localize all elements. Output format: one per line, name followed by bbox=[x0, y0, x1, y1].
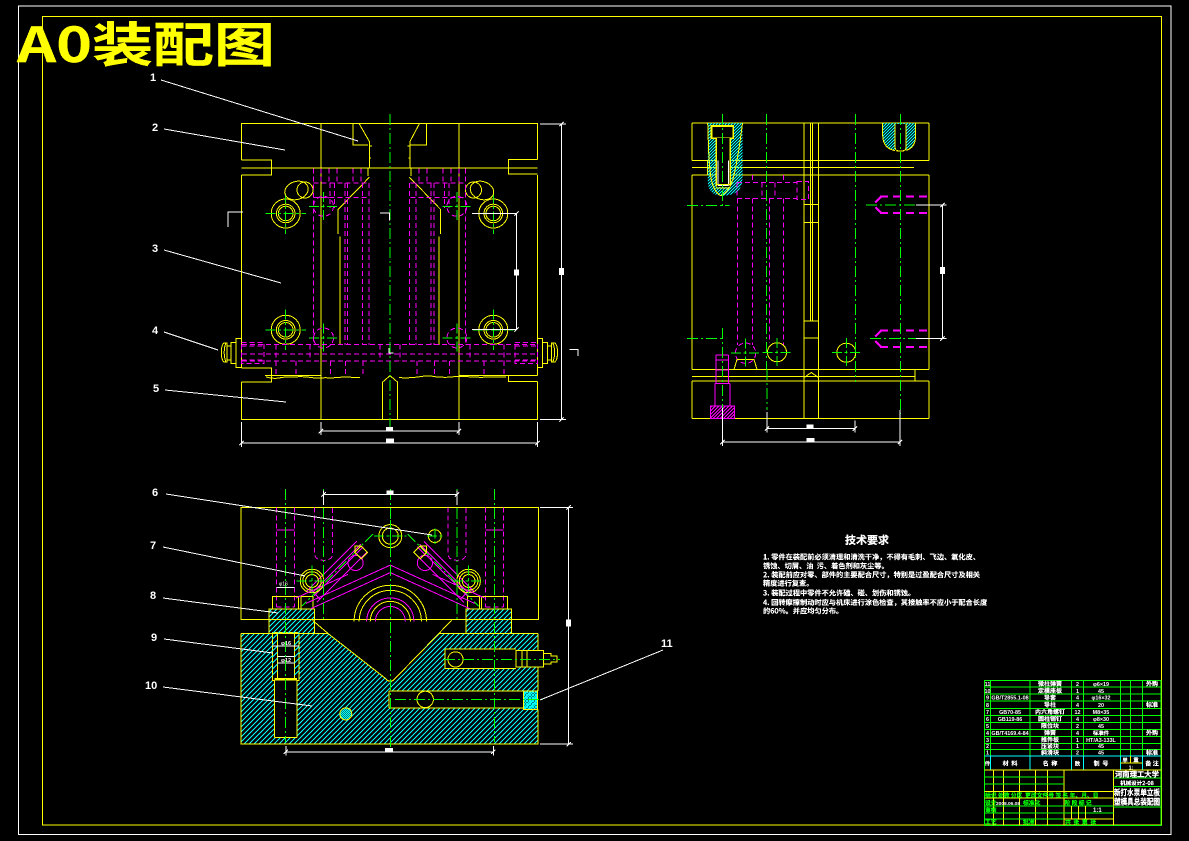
svg-text:HT/A3-133L: HT/A3-133L bbox=[1086, 738, 1116, 744]
svg-text:5: 5 bbox=[986, 724, 989, 730]
svg-text:φ12: φ12 bbox=[281, 658, 291, 664]
svg-text:10: 10 bbox=[145, 680, 157, 692]
svg-text:9: 9 bbox=[151, 632, 157, 644]
svg-text:20: 20 bbox=[1098, 703, 1104, 709]
svg-text:1:: 1: bbox=[1129, 765, 1134, 771]
svg-text:8: 8 bbox=[986, 703, 989, 709]
svg-text:φ16: φ16 bbox=[281, 641, 291, 647]
svg-text:6: 6 bbox=[152, 487, 158, 499]
svg-text:3: 3 bbox=[986, 738, 989, 744]
svg-text:GB/T2855.1-08: GB/T2855.1-08 bbox=[991, 696, 1028, 702]
svg-text:5: 5 bbox=[153, 383, 159, 395]
svg-text:4: 4 bbox=[1076, 717, 1079, 723]
svg-text:11: 11 bbox=[985, 682, 991, 688]
svg-text:φ16: φ16 bbox=[279, 582, 288, 588]
svg-text:2: 2 bbox=[1076, 751, 1079, 757]
svg-text:10: 10 bbox=[985, 689, 991, 695]
svg-text:φ16×32: φ16×32 bbox=[1092, 696, 1111, 702]
svg-text:45: 45 bbox=[1098, 689, 1104, 695]
svg-text:2: 2 bbox=[1076, 724, 1079, 730]
svg-text:7: 7 bbox=[150, 540, 156, 552]
svg-text:M8×35: M8×35 bbox=[1093, 710, 1110, 716]
svg-text:1:1: 1:1 bbox=[1093, 808, 1102, 814]
svg-text:1: 1 bbox=[986, 751, 989, 757]
svg-text:4: 4 bbox=[1076, 696, 1079, 702]
svg-text:GB119-86: GB119-86 bbox=[998, 717, 1023, 723]
svg-text:φ8×30: φ8×30 bbox=[1093, 717, 1109, 723]
svg-text:45: 45 bbox=[1098, 724, 1104, 730]
svg-text:φ6×19: φ6×19 bbox=[1093, 682, 1109, 688]
svg-text:11: 11 bbox=[661, 638, 673, 650]
svg-text:45: 45 bbox=[1098, 751, 1104, 757]
svg-text:GB/T4169.4-84: GB/T4169.4-84 bbox=[991, 731, 1028, 737]
svg-text:1: 1 bbox=[1076, 689, 1079, 695]
svg-text:4: 4 bbox=[1076, 731, 1079, 737]
svg-text:2: 2 bbox=[1076, 682, 1079, 688]
svg-text:6: 6 bbox=[986, 717, 989, 723]
svg-text:2: 2 bbox=[986, 744, 989, 750]
svg-text:2008.06.08: 2008.06.08 bbox=[996, 801, 1020, 807]
svg-text:1: 1 bbox=[1076, 744, 1079, 750]
svg-text:GB70-85: GB70-85 bbox=[999, 710, 1021, 716]
svg-text:12: 12 bbox=[1075, 710, 1081, 716]
svg-text:8: 8 bbox=[150, 590, 156, 602]
svg-text:45: 45 bbox=[1098, 744, 1104, 750]
svg-text:7: 7 bbox=[986, 710, 989, 716]
svg-text:4: 4 bbox=[152, 325, 159, 337]
svg-text:4: 4 bbox=[986, 731, 989, 737]
svg-text:2: 2 bbox=[152, 122, 158, 134]
svg-text:1: 1 bbox=[150, 72, 156, 84]
svg-text:4: 4 bbox=[1076, 703, 1079, 709]
svg-text:9: 9 bbox=[986, 696, 989, 702]
svg-text:3: 3 bbox=[152, 243, 158, 255]
svg-text:1: 1 bbox=[1076, 738, 1079, 744]
